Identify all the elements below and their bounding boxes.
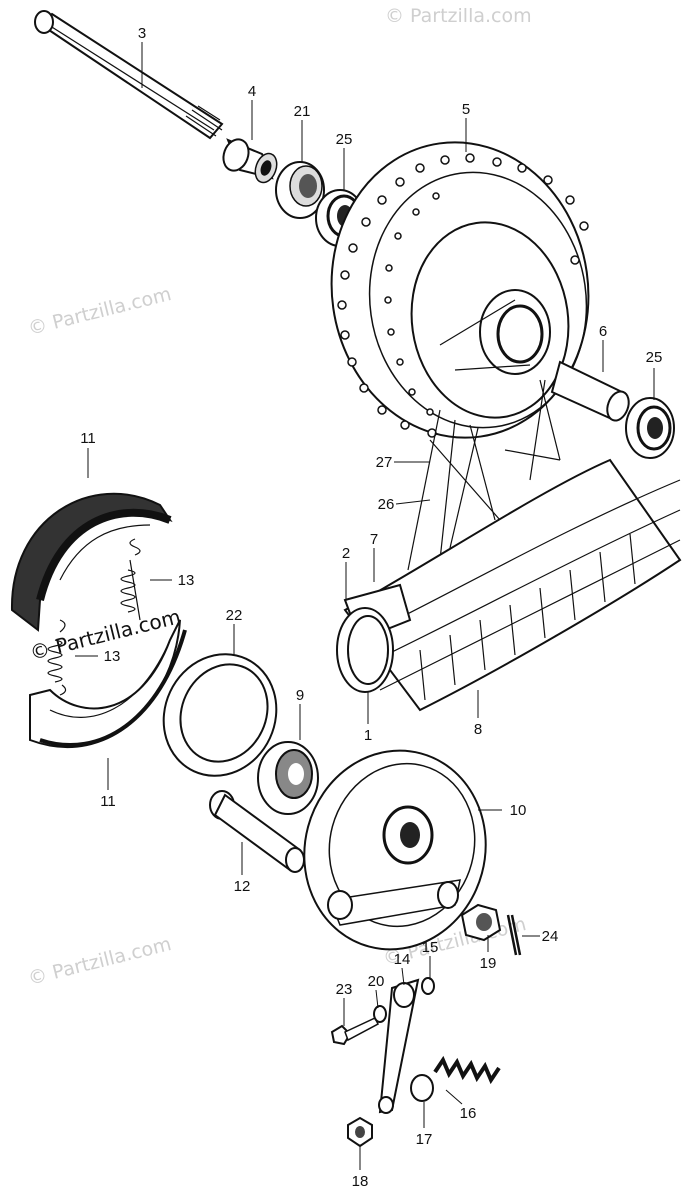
callout-dust-seal: 21 <box>294 103 311 120</box>
watermark-top: © Partzilla.com <box>385 5 532 27</box>
distance-collar <box>550 360 630 422</box>
callout-return-spring: 16 <box>460 1105 477 1122</box>
axle <box>34 10 224 140</box>
brake-shoe-lower <box>29 619 187 749</box>
brake-shoe-upper <box>10 492 173 632</box>
callout-cam: 12 <box>234 878 251 895</box>
leader-lines <box>75 42 655 1170</box>
callout-spacer: 4 <box>248 83 256 100</box>
callout-spoke-b: 26 <box>378 496 395 513</box>
dust-seal <box>275 161 325 219</box>
callout-adjust-nut: 18 <box>352 1173 369 1190</box>
washer-right <box>421 977 435 995</box>
hub-spoke-holes <box>337 153 589 438</box>
spring-lower <box>47 619 67 696</box>
rim-and-tire <box>336 458 682 712</box>
return-spring <box>433 1055 501 1085</box>
callout-tube: 1 <box>364 727 372 744</box>
hub <box>330 141 590 439</box>
callout-shoe-lower: 11 <box>100 793 116 810</box>
callout-washer-b: 15 <box>422 939 439 956</box>
callout-collar: 17 <box>416 1131 433 1148</box>
callout-rim: 2 <box>342 545 350 562</box>
callout-cotter-pin: 24 <box>542 928 559 945</box>
spokes <box>407 379 561 571</box>
adjusting-nut <box>347 1116 373 1148</box>
callout-nut: 19 <box>480 955 497 972</box>
callout-bearing-right: 25 <box>336 131 353 148</box>
cotter-pin <box>506 914 522 956</box>
callout-hub: 5 <box>462 101 470 118</box>
callout-brake-panel: 10 <box>510 802 527 819</box>
callout-distance-collar: 6 <box>599 323 607 340</box>
callout-seal-ring: 22 <box>226 607 243 624</box>
callout-spring-upper: 13 <box>178 572 195 589</box>
callout-arm: 14 <box>394 951 411 968</box>
callout-bearing-left: 25 <box>646 349 663 366</box>
brake-arm <box>378 978 420 1114</box>
callout-spring-lower: 13 <box>104 648 121 665</box>
callout-shoe-upper: 11 <box>80 430 96 447</box>
callout-washer-a: 20 <box>368 973 385 990</box>
spacer <box>222 138 278 184</box>
watermark-left-lower: © Partzilla.com <box>26 933 174 990</box>
callout-gear: 9 <box>296 687 304 704</box>
callout-axle: 3 <box>138 25 146 42</box>
callout-labels: 3 4 21 25 5 6 25 27 26 7 2 1 8 11 13 13 … <box>80 25 662 1190</box>
callout-spoke-a: 27 <box>376 454 393 471</box>
brake-panel <box>303 749 487 951</box>
spring-upper <box>120 538 141 621</box>
pinch-bolt <box>330 1017 379 1046</box>
watermark-left-upper: © Partzilla.com <box>26 283 174 340</box>
callout-tire: 8 <box>474 721 482 738</box>
callout-tube-flap: 7 <box>370 531 378 548</box>
bearing-left <box>625 397 675 459</box>
axle-nut <box>460 903 502 942</box>
callout-bolt: 23 <box>336 981 353 998</box>
spring-collar <box>410 1074 434 1102</box>
speedometer-gear <box>257 741 319 815</box>
brake-cam <box>209 790 305 873</box>
seal-ring <box>162 653 278 777</box>
tire-tread <box>419 533 636 701</box>
washer-left <box>373 1005 387 1023</box>
